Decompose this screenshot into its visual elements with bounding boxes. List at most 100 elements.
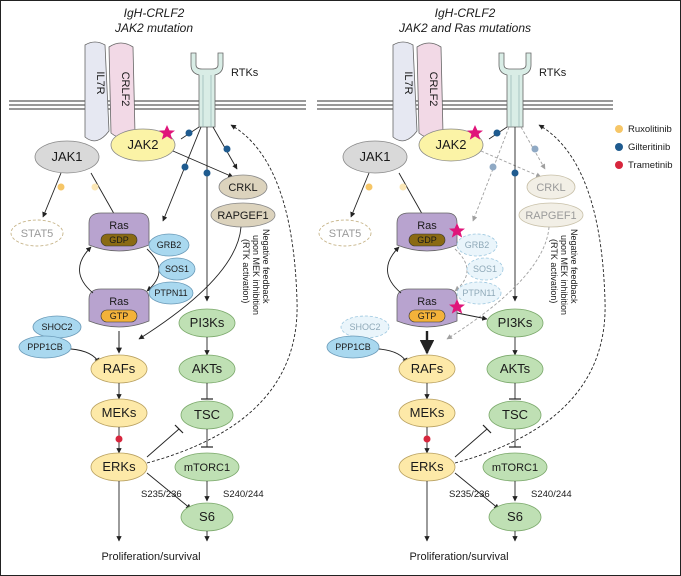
il7r-receptor: IL7R xyxy=(392,41,418,142)
legend-item-gilteritinib: Gilteritinib xyxy=(615,142,670,153)
s6-node: S6 xyxy=(488,502,542,532)
il7r-label: IL7R xyxy=(402,71,414,94)
ras-label: Ras xyxy=(417,220,437,232)
rafs-node: RAFs xyxy=(90,354,148,384)
ras-label: Ras xyxy=(109,220,129,232)
ruxolitinib-dot-faint-icon xyxy=(399,183,407,191)
pi3ks-label: PI3Ks xyxy=(190,315,225,330)
grb2-node: GRB2 xyxy=(456,233,498,257)
mtorc1-label: mTORC1 xyxy=(492,462,538,474)
crkl-node: CRKL xyxy=(218,174,268,200)
stat5-node: STAT5 xyxy=(318,219,372,247)
erks-label: ERKs xyxy=(102,459,136,474)
s6-node: S6 xyxy=(180,502,234,532)
tsc-node: TSC xyxy=(488,400,542,430)
ppp1cb-label: PPP1CB xyxy=(335,342,371,352)
ras-gtp-node: Ras GTP xyxy=(88,288,150,328)
ppp1cb-node: PPP1CB xyxy=(326,335,380,359)
gilteritinib-dot-icon xyxy=(615,143,623,151)
trametinib-dot-icon xyxy=(115,435,123,443)
ras-label: Ras xyxy=(417,296,437,308)
sos1-node: SOS1 xyxy=(158,257,196,281)
legend: Ruxolitinib Gilteritinib Trametinib xyxy=(615,124,673,171)
grb2-label: GRB2 xyxy=(157,240,182,250)
feedback-annotation: Negative feedback upon MEK inhibition (R… xyxy=(241,229,271,315)
crlf2-label: CRLF2 xyxy=(427,72,439,107)
rafs-label: RAFs xyxy=(103,361,136,376)
crlf2-receptor: CRLF2 xyxy=(108,42,136,139)
jak2-mutation-star-icon xyxy=(467,125,483,140)
stat5-label: STAT5 xyxy=(21,228,54,240)
ptpn11-node: PTPN11 xyxy=(148,281,194,305)
erks-label: ERKs xyxy=(410,459,444,474)
akts-node: AKTs xyxy=(178,354,236,384)
gilteritinib-dot-icon xyxy=(181,163,189,171)
ras-gdp-node: Ras GDP xyxy=(88,212,150,252)
jak1-label: JAK1 xyxy=(359,149,390,164)
ruxolitinib-dot-faint-icon xyxy=(91,183,99,191)
output-label: Proliferation/survival xyxy=(409,551,508,563)
feedback-line2: upon MEK inhibition xyxy=(559,235,569,315)
legend-label: Trametinib xyxy=(628,160,673,171)
feedback-line3: (RTK activation) xyxy=(549,239,559,303)
tsc-label: TSC xyxy=(502,407,528,422)
gdp-label: GDP xyxy=(417,235,437,245)
ras-label: Ras xyxy=(109,296,129,308)
gilteritinib-dot-icon xyxy=(223,145,231,153)
gdp-label: GDP xyxy=(109,235,129,245)
mtorc1-node: mTORC1 xyxy=(174,452,240,482)
crkl-label: CRKL xyxy=(536,182,565,194)
shoc2-label: SHOC2 xyxy=(41,322,72,332)
shoc2-node: SHOC2 xyxy=(340,315,390,339)
crlf2-label: CRLF2 xyxy=(119,72,131,107)
s6-label: S6 xyxy=(199,509,215,524)
panel-title-line1: IgH-CRLF2 xyxy=(435,6,496,20)
gtp-label: GTP xyxy=(110,311,129,321)
gilteritinib-dot-icon xyxy=(185,129,193,137)
gilteritinib-dot-icon xyxy=(203,169,211,177)
shoc2-node: SHOC2 xyxy=(32,315,82,339)
ruxolitinib-dot-icon xyxy=(365,183,373,191)
s6-site1-label: S235/236 xyxy=(449,489,490,500)
ppp1cb-node: PPP1CB xyxy=(18,335,72,359)
meks-node: MEKs xyxy=(90,398,148,428)
jak2-mutation-star-icon xyxy=(159,125,175,140)
grb2-label: GRB2 xyxy=(465,240,490,250)
jak2-label: JAK2 xyxy=(127,137,158,152)
akts-label: AKTs xyxy=(500,361,531,376)
panel-title-line2: JAK2 mutation xyxy=(114,21,193,35)
pi3ks-label: PI3Ks xyxy=(498,315,533,330)
il7r-label: IL7R xyxy=(94,71,106,94)
legend-label: Ruxolitinib xyxy=(628,124,672,135)
jak1-node: JAK1 xyxy=(34,140,100,174)
rapgef1-node: RAPGEF1 xyxy=(210,202,276,228)
tsc-label: TSC xyxy=(194,407,220,422)
meks-label: MEKs xyxy=(410,405,445,420)
sos1-label: SOS1 xyxy=(473,264,497,274)
s6-site2-label: S240/244 xyxy=(531,489,572,500)
crkl-label: CRKL xyxy=(228,182,257,194)
akts-label: AKTs xyxy=(192,361,223,376)
jak1-node: JAK1 xyxy=(342,140,408,174)
legend-label: Gilteritinib xyxy=(628,142,670,153)
stat5-label: STAT5 xyxy=(329,228,362,240)
rtks-label: RTKs xyxy=(231,67,259,79)
meks-node: MEKs xyxy=(398,398,456,428)
cell-membrane xyxy=(317,100,613,110)
s6-site1-label: S235/236 xyxy=(141,489,182,500)
shoc2-label: SHOC2 xyxy=(349,322,380,332)
ruxolitinib-dot-icon xyxy=(57,183,65,191)
gilteritinib-dot-icon xyxy=(493,129,501,137)
akts-node: AKTs xyxy=(486,354,544,384)
crlf2-receptor: CRLF2 xyxy=(416,42,444,139)
ptpn11-label: PTPN11 xyxy=(154,288,187,298)
ras-mutation-star-icon xyxy=(449,299,465,314)
sos1-label: SOS1 xyxy=(165,264,189,274)
erks-node: ERKs xyxy=(398,452,456,482)
rapgef1-node: RAPGEF1 xyxy=(518,202,584,228)
s6-site2-label: S240/244 xyxy=(223,489,264,500)
gilteritinib-dot-faint-icon xyxy=(531,145,539,153)
jak2-label: JAK2 xyxy=(435,137,466,152)
